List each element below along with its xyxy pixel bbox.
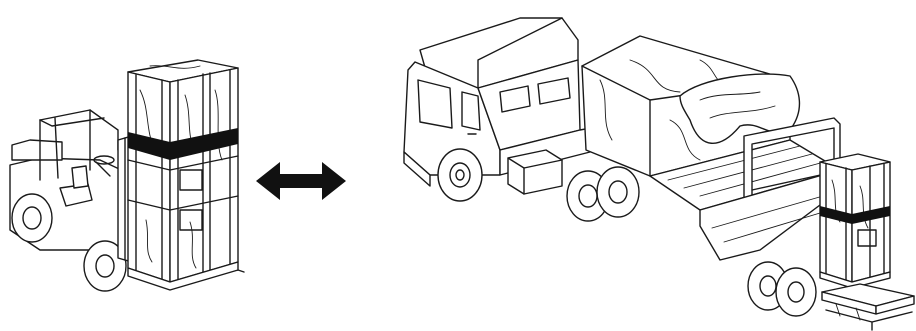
wrapped-crate-icon: [820, 154, 890, 288]
double-arrow-icon: [256, 162, 346, 200]
pallet-icon: [822, 284, 914, 330]
wrapped-crate-icon: [128, 60, 238, 290]
